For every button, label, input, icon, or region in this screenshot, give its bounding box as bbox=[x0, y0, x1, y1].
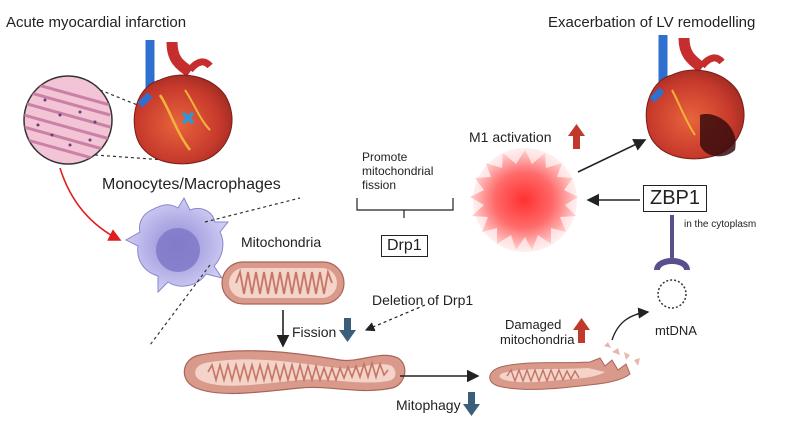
receptor-icon bbox=[654, 215, 690, 271]
label-damaged-1: Damaged bbox=[505, 317, 562, 332]
heart-icon bbox=[645, 35, 745, 160]
arrow-deletion bbox=[364, 304, 426, 332]
label-damaged-2: mitochondria bbox=[500, 332, 575, 347]
title-acute-mi: Acute myocardial infarction bbox=[6, 14, 187, 31]
arrow-m1-to-heart bbox=[577, 139, 647, 173]
down-arrow-icon bbox=[339, 318, 356, 342]
damaged-mitochondrion-icon bbox=[489, 342, 640, 390]
label-mtdna: mtDNA bbox=[655, 323, 697, 338]
zoom-line-lower bbox=[149, 264, 211, 346]
down-arrow-icon bbox=[463, 392, 480, 416]
bracket bbox=[356, 198, 454, 218]
label-promote-2: mitochondrial bbox=[362, 164, 434, 178]
mtdna-icon bbox=[657, 279, 687, 309]
tissue-magnifier-icon bbox=[23, 75, 113, 165]
heart-icon bbox=[133, 40, 233, 165]
label-mitophagy: Mitophagy bbox=[396, 397, 461, 413]
arrow-to-macrophage bbox=[59, 167, 122, 241]
label-m1-activation: M1 activation bbox=[469, 129, 552, 145]
label-monocytes: Monocytes/Macrophages bbox=[102, 176, 281, 193]
label-promote-1: Promote bbox=[362, 150, 408, 164]
label-mitochondria: Mitochondria bbox=[241, 234, 322, 250]
arrow-to-mtdna bbox=[611, 307, 650, 341]
up-arrow-icon bbox=[568, 124, 585, 149]
label-fission: Fission bbox=[292, 324, 337, 340]
macrophage-icon bbox=[124, 196, 230, 294]
label-zbp1: ZBP1 bbox=[643, 185, 708, 212]
up-arrow-icon bbox=[573, 318, 590, 343]
label-drp1: Drp1 bbox=[381, 235, 428, 258]
m1-macrophage-icon bbox=[470, 148, 578, 252]
zoom-line-upper bbox=[204, 197, 301, 223]
label-promote-3: fission bbox=[362, 178, 397, 192]
title-exacerbation: Exacerbation of LV remodelling bbox=[548, 14, 756, 31]
label-in-cytoplasm: in the cytoplasm bbox=[684, 219, 757, 230]
label-deletion-drp1: Deletion of Drp1 bbox=[372, 292, 474, 308]
mitochondrion-icon bbox=[221, 261, 345, 305]
elongated-mitochondrion-icon bbox=[183, 350, 406, 395]
